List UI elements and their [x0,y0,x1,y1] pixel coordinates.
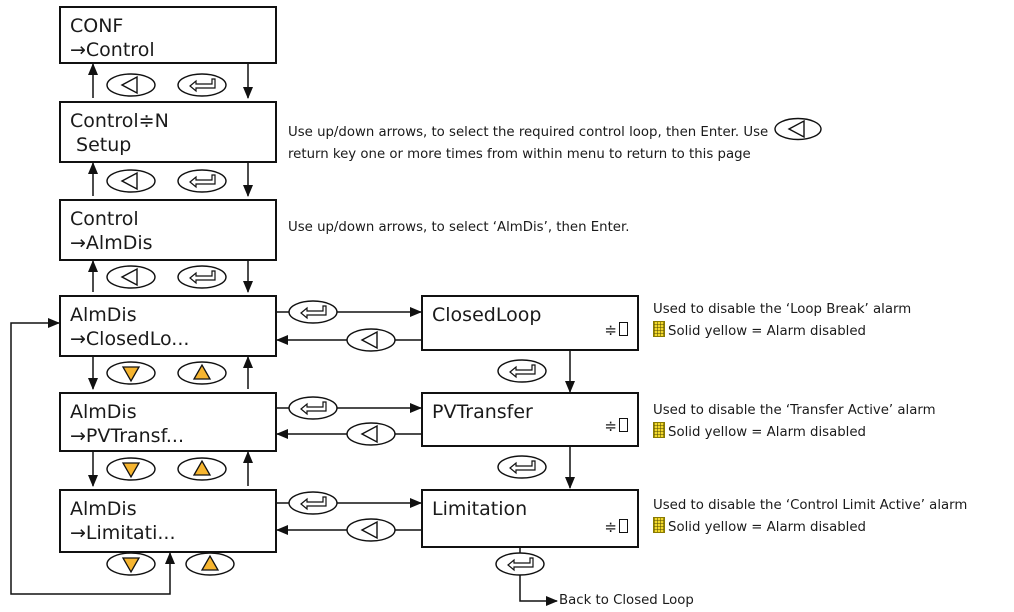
note-text: Use up/down arrows, to select the requir… [288,125,769,140]
screen-line-1: ClosedLoop [432,304,542,326]
enter-key-icon[interactable] [177,169,227,193]
up-down-indicator: ≑ [604,417,628,435]
down-key-icon[interactable] [106,457,156,481]
screen-line-2: →Control [70,39,155,61]
back-key-icon [774,117,823,141]
back-key-icon[interactable] [346,328,396,352]
up-key-icon[interactable] [177,361,227,385]
screen-line-1: PVTransfer [432,401,533,423]
enter-key-icon[interactable] [495,552,545,576]
note-closedloop: Used to disable the ‘Loop Break’ alarm S… [653,299,911,343]
screen-line-1: AlmDis [70,498,137,520]
screen-limitation: Limitation ≑ [421,489,639,548]
up-key-icon[interactable] [185,552,235,576]
screen-line-1: AlmDis [70,304,137,326]
enter-key-icon[interactable] [288,396,338,420]
screen-line-1: Control≑N [70,110,169,132]
screen-control: Control →AlmDis [59,199,277,261]
yellow-block-icon [653,321,665,337]
down-key-icon[interactable] [106,361,156,385]
checkbox-icon [619,519,628,533]
screen-almdis-limitation: AlmDis →Limitati... [59,489,277,553]
up-key-icon[interactable] [177,457,227,481]
note-text: Used to disable the ‘Loop Break’ alarm [653,302,912,317]
screen-line-2: →AlmDis [70,232,153,254]
screen-conf: CONF →Control [59,6,277,64]
checkbox-icon [619,418,628,432]
down-key-icon[interactable] [106,552,156,576]
note-pvtransfer: Used to disable the ‘Transfer Active’ al… [653,400,936,444]
screen-almdis-pvtransfer: AlmDis →PVTransf... [59,392,277,452]
back-to-closed-loop-label: Back to Closed Loop [559,590,694,612]
screen-closedloop: ClosedLoop ≑ [421,295,639,351]
enter-key-icon[interactable] [288,491,338,515]
back-key-icon[interactable] [106,169,156,193]
back-key-icon[interactable] [346,518,396,542]
screen-line-1: Control [70,208,139,230]
up-down-indicator: ≑ [604,321,628,339]
screen-line-2: →ClosedLo... [70,328,190,350]
yellow-block-icon [653,517,665,533]
legend-text: Solid yellow = Alarm disabled [668,425,866,440]
note-control: Use up/down arrows, to select ‘AlmDis’, … [288,217,629,239]
note-text: return key one or more times from within… [288,147,751,162]
legend: Solid yellow = Alarm disabled [653,321,911,343]
up-down-arrows-icon: ≑ [604,417,617,435]
note-text: Back to Closed Loop [559,593,694,608]
screen-line-1: CONF [70,15,124,37]
back-key-icon[interactable] [106,73,156,97]
note-text: Used to disable the ‘Transfer Active’ al… [653,403,936,418]
back-key-icon[interactable] [346,422,396,446]
back-key-icon[interactable] [106,265,156,289]
note-limitation: Used to disable the ‘Control Limit Activ… [653,495,967,539]
screen-line-2: →Limitati... [70,522,176,544]
screen-control-n: Control≑N Setup [59,101,277,163]
screen-line-1: AlmDis [70,401,137,423]
note-text: Used to disable the ‘Control Limit Activ… [653,498,968,513]
screen-line-1: Limitation [432,498,528,520]
yellow-block-icon [653,422,665,438]
legend: Solid yellow = Alarm disabled [653,422,936,444]
up-down-arrows-icon: ≑ [604,518,617,536]
enter-key-icon[interactable] [497,359,547,383]
screen-line-2: →PVTransf... [70,425,185,447]
legend: Solid yellow = Alarm disabled [653,517,967,539]
enter-key-icon[interactable] [177,265,227,289]
up-down-indicator: ≑ [604,518,628,536]
screen-pvtransfer: PVTransfer ≑ [421,392,639,447]
loop-back-line [10,318,171,595]
enter-key-icon[interactable] [497,455,547,479]
note-control-n: Use up/down arrows, to select the requir… [288,117,824,166]
note-text: Use up/down arrows, to select ‘AlmDis’, … [288,220,630,235]
screen-almdis-closedloop: AlmDis →ClosedLo... [59,295,277,357]
screen-line-2: Setup [70,134,132,156]
legend-text: Solid yellow = Alarm disabled [668,324,866,339]
legend-text: Solid yellow = Alarm disabled [668,520,866,535]
checkbox-icon [619,322,628,336]
enter-key-icon[interactable] [288,300,338,324]
enter-key-icon[interactable] [177,73,227,97]
up-down-arrows-icon: ≑ [604,321,617,339]
